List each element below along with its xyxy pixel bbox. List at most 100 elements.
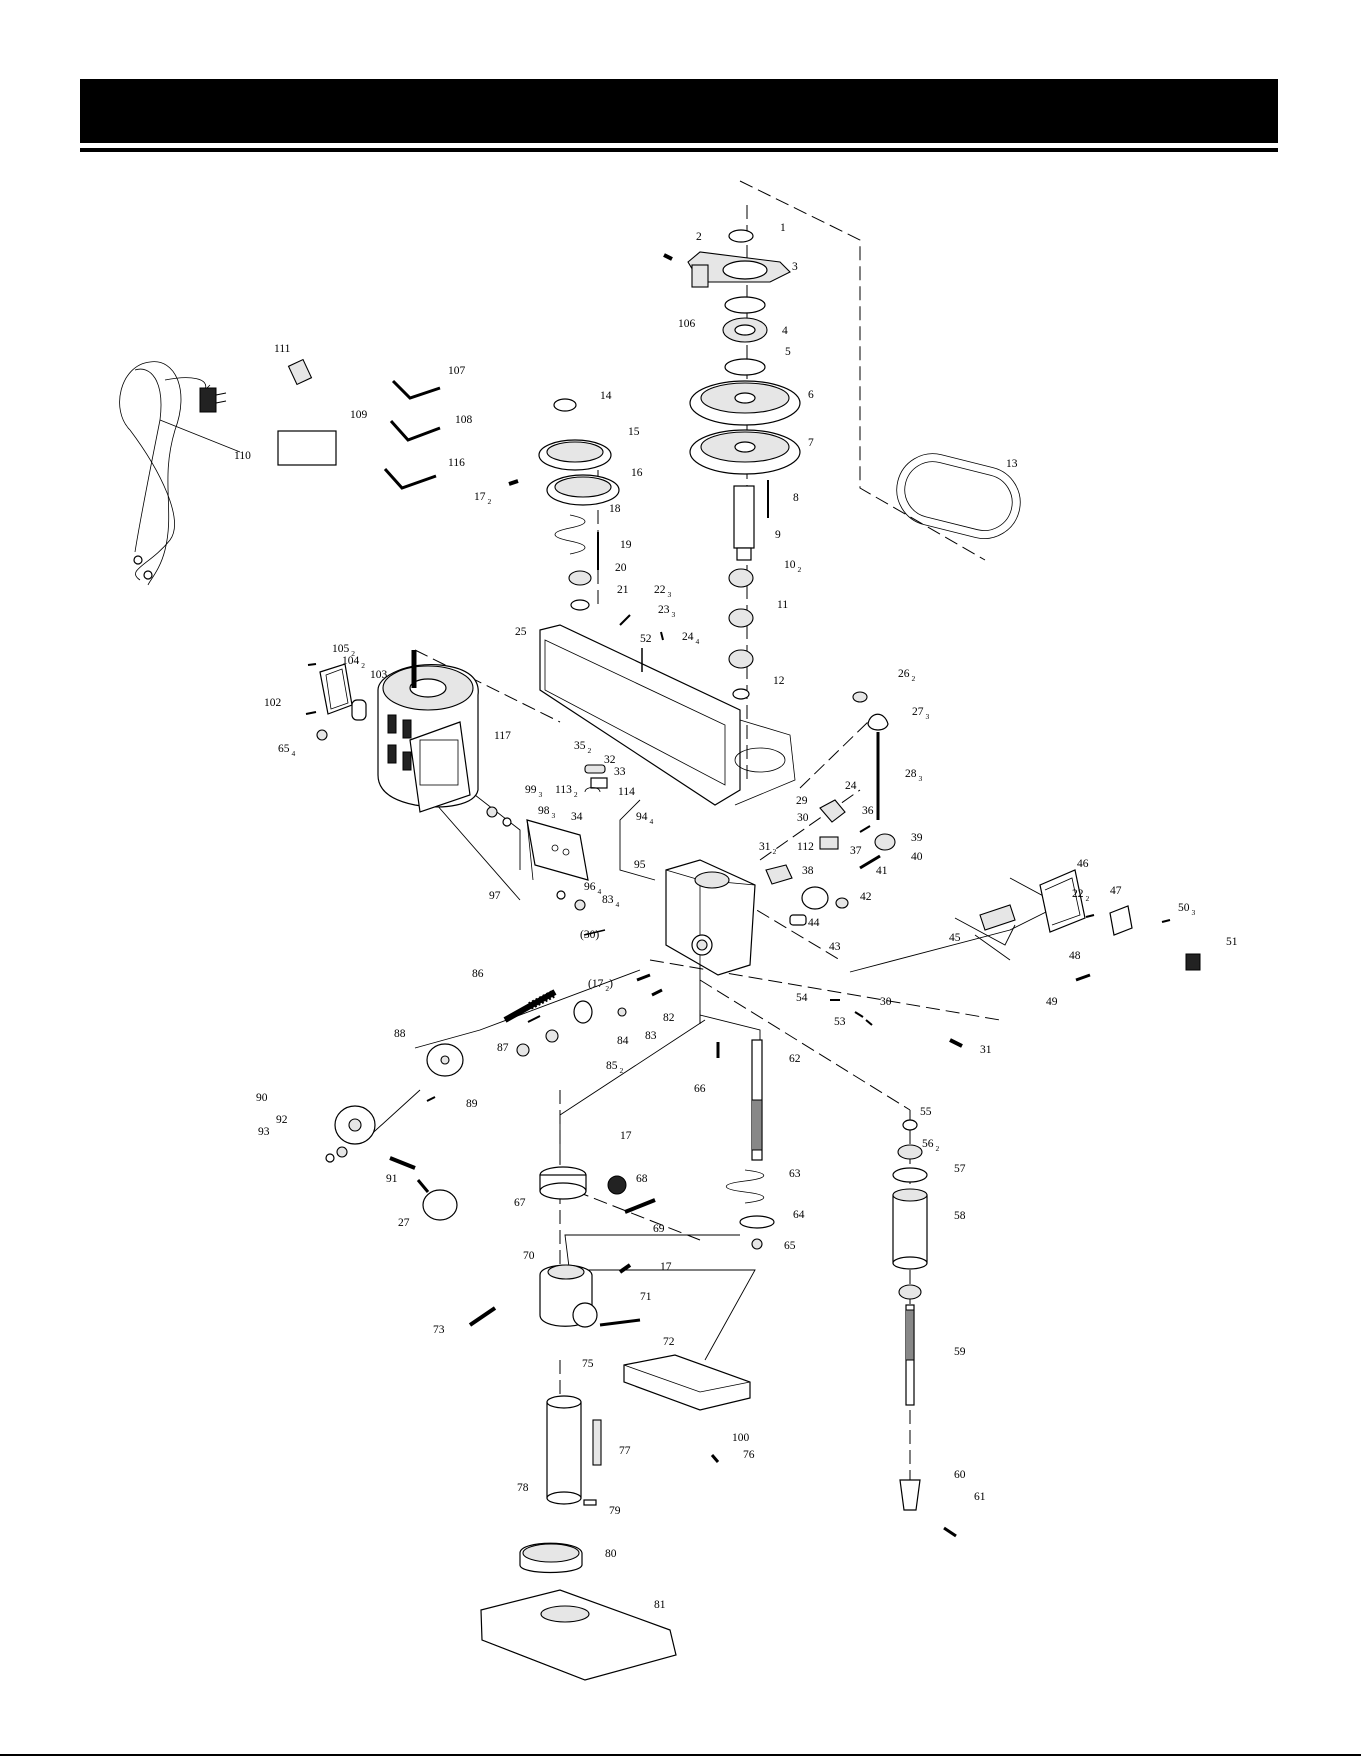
part-label-p15: 15: [628, 426, 640, 438]
part-label-qty: 2: [574, 790, 578, 799]
part-label-p34: 34: [571, 811, 583, 823]
header-bar: [80, 79, 1278, 143]
part-label-p80: 80: [605, 1548, 617, 1560]
part-label-p86: 86: [472, 968, 484, 980]
part-label-p89: 89: [466, 1098, 478, 1110]
quill-spindle-assembly: [716, 999, 963, 1538]
part-label-p103: 103: [370, 669, 388, 681]
part-label-p66: 66: [694, 1083, 706, 1095]
part-label-qty: 3: [672, 610, 676, 619]
part-label-p20: 20: [615, 562, 627, 574]
part-label-p108: 108: [455, 414, 473, 426]
part-label-p13: 13: [1006, 458, 1018, 470]
part-label-p61: 61: [974, 1491, 986, 1503]
part-label-qty: 2: [488, 497, 492, 506]
part-label-p76: 76: [743, 1449, 755, 1461]
part-label-qty: 4: [696, 637, 700, 646]
part-label-p75: 75: [582, 1358, 594, 1370]
part-label-qty: 2: [1086, 894, 1090, 903]
part-label-qty: 3: [668, 590, 672, 599]
part-label-p12: 12: [773, 675, 785, 687]
part-label-p64: 64: [793, 1209, 805, 1221]
part-label-p24b: 24: [845, 780, 857, 792]
part-label-qty: 2: [605, 984, 609, 993]
part-label-p48: 48: [1069, 950, 1081, 962]
part-label-p30c: 30: [880, 996, 892, 1008]
part-label-qty: 3: [919, 774, 923, 783]
part-label-p95: 95: [634, 859, 646, 871]
part-label-p41: 41: [876, 865, 888, 877]
part-label-p71: 71: [640, 1291, 652, 1303]
footer-rule: [0, 1754, 1361, 1756]
part-label-qty: 2: [351, 649, 355, 658]
part-label-qty: 2: [912, 674, 916, 683]
part-label-p46: 46: [1077, 858, 1089, 870]
part-label-p116: 116: [448, 457, 465, 469]
part-label-p42: 42: [860, 891, 872, 903]
part-label-qty: 3: [926, 712, 930, 721]
switch-box: [979, 869, 1201, 982]
part-label-p57: 57: [954, 1163, 966, 1175]
part-label-p117: 117: [494, 730, 511, 742]
part-label-p47: 47: [1110, 885, 1122, 897]
part-label-p97: 97: [489, 890, 501, 902]
head-casting: [583, 764, 896, 982]
part-label-p93: 93: [258, 1126, 270, 1138]
part-label-p62: 62: [789, 1053, 801, 1065]
part-label-qty: 2: [936, 1144, 940, 1153]
motor: [305, 650, 479, 813]
part-label-qty: 3: [539, 790, 543, 799]
part-label-p54: 54: [796, 992, 808, 1004]
part-label-p109: 109: [350, 409, 368, 421]
accessories: [277, 358, 441, 490]
part-label-p30b: (30): [580, 929, 599, 941]
column-table-assembly: [468, 1166, 751, 1681]
part-label-p111: 111: [274, 343, 291, 355]
part-label-p91: 91: [386, 1173, 398, 1185]
spindle-pulley-stack: [663, 229, 801, 700]
feed-handle: [852, 691, 889, 820]
part-label-qty: 2: [798, 565, 802, 574]
part-label-p78: 78: [517, 1482, 529, 1494]
part-label-p87: 87: [497, 1042, 509, 1054]
part-label-p114: 114: [618, 786, 635, 798]
part-label-p69: 69: [653, 1223, 665, 1235]
part-label-p112: 112: [797, 841, 814, 853]
header-rule: [80, 148, 1278, 152]
part-label-p83b: 83: [645, 1030, 657, 1042]
part-label-p8: 8: [793, 492, 799, 504]
part-label-p59: 59: [954, 1346, 966, 1358]
part-label-p51: 51: [1226, 936, 1238, 948]
part-label-p68: 68: [636, 1173, 648, 1185]
connector-lines: [364, 759, 1061, 1361]
part-label-p2: 2: [696, 231, 702, 243]
part-label-p63: 63: [789, 1168, 801, 1180]
part-label-qty: 2: [361, 661, 365, 670]
part-label-p19: 19: [620, 539, 632, 551]
part-label-qty: 4: [616, 900, 620, 909]
part-label-p70: 70: [523, 1250, 535, 1262]
part-label-qty: 2: [620, 1066, 624, 1075]
power-cord: [119, 361, 241, 586]
part-label-p17d: 17: [660, 1261, 672, 1273]
part-label-p9: 9: [775, 529, 781, 541]
part-label-p107: 107: [448, 365, 466, 377]
v-belt: [896, 453, 1021, 539]
part-label-p33: 33: [614, 766, 626, 778]
part-label-p21: 21: [617, 584, 629, 596]
part-label-qty: 2: [588, 746, 592, 755]
part-label-p65b: 65: [784, 1240, 796, 1252]
